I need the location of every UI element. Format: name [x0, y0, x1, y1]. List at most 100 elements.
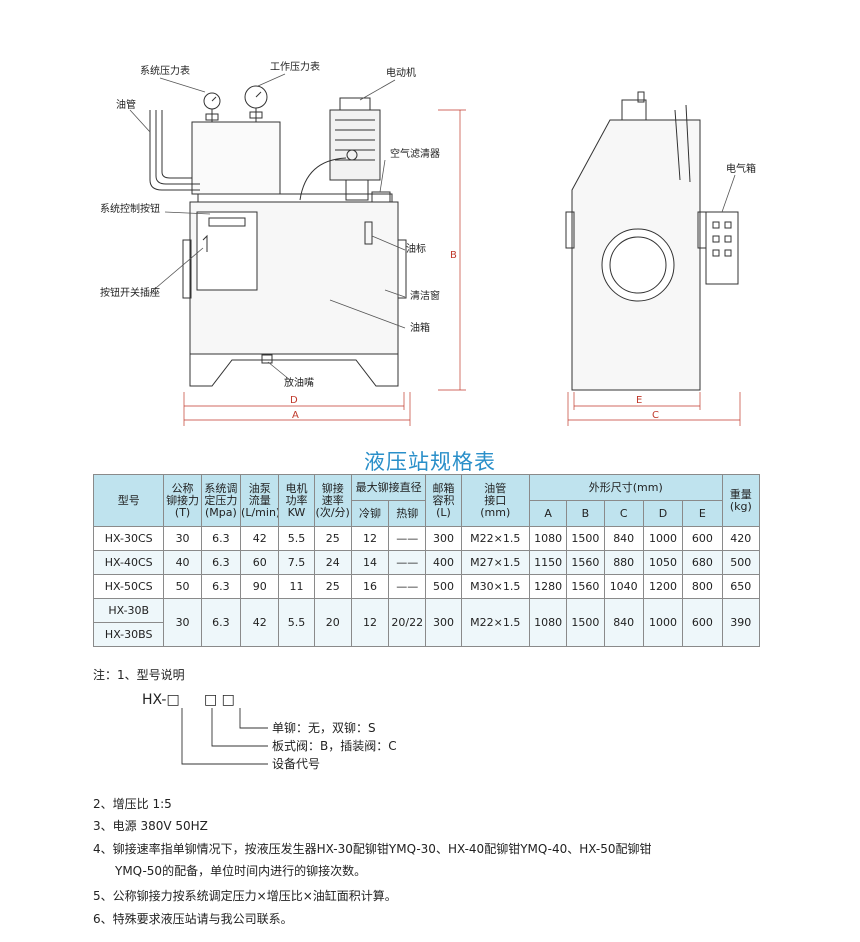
header-weight: 重量(kg)	[721, 474, 761, 527]
table-cell: 42	[240, 598, 280, 647]
air-filter	[371, 191, 391, 203]
table-cell: 6.3	[200, 550, 242, 575]
table-cell: M27×1.5	[460, 550, 530, 575]
flange-ring	[601, 228, 675, 302]
header-D: D	[642, 500, 684, 527]
label-electric-box: 电气箱	[726, 162, 756, 175]
header-force: 公称铆接力(T)	[163, 474, 202, 527]
model-boxes: □ □	[204, 692, 235, 708]
header-rate: 铆接速率(次/分)	[313, 474, 352, 527]
table-cell: 880	[603, 550, 644, 575]
table-cell: 400	[425, 550, 462, 575]
table-cell: 40	[163, 550, 202, 575]
table-cell: 1040	[603, 574, 644, 599]
table-cell: 300	[425, 526, 462, 551]
model-code-diagram: HX-□ □ □ 单铆：无，双铆：S 板式阀：B，插装阀：C 设备代号	[142, 692, 397, 771]
table-cell: HX-50CS	[92, 574, 165, 599]
header-cold: 冷铆	[350, 500, 390, 527]
label-system-gauge: 系统压力表	[140, 64, 190, 77]
table-cell: 25	[313, 526, 352, 551]
note-6: 6、特殊要求液压站请与我公司联系。	[93, 912, 293, 926]
table-cell: HX-30CS	[92, 526, 165, 551]
dim-A: A	[292, 410, 299, 421]
table-cell: 1500	[566, 598, 605, 647]
header-dimensions: 外形尺寸(mm)	[528, 474, 723, 501]
header-port: 油管接口(mm)	[460, 474, 530, 527]
table-title: 液压站规格表	[364, 450, 496, 474]
note-5: 5、公称铆接力按系统调定压力×增压比×油缸面积计算。	[93, 889, 397, 903]
table-cell: 30	[163, 598, 202, 647]
table-cell: 20	[313, 598, 352, 647]
label-oil-mark: 油标	[406, 242, 426, 255]
note-3: 3、电源 380V 50HZ	[93, 819, 208, 833]
label-oil-pipe: 油管	[116, 98, 136, 111]
header-pressure: 系统调定压力(Mpa)	[200, 474, 242, 527]
table-cell: 600	[682, 598, 723, 647]
table-cell: 24	[313, 550, 352, 575]
table-cell: 6.3	[200, 574, 242, 599]
header-C: C	[603, 500, 644, 527]
table-cell: 7.5	[278, 550, 315, 575]
table-cell: HX-30BS	[92, 622, 165, 647]
gauge-box	[191, 121, 281, 195]
motor	[329, 109, 381, 181]
table-cell: 30	[163, 526, 202, 551]
table-cell: ——	[388, 574, 427, 599]
table-cell: HX-40CS	[92, 550, 165, 575]
table-cell: 12	[350, 526, 390, 551]
note-4a: 4、铆接速率指单铆情况下，按液压发生器HX-30配铆钳YMQ-30、HX-40配…	[93, 842, 652, 856]
header-E: E	[682, 500, 723, 527]
table-cell: 1560	[566, 550, 605, 575]
table-cell: 42	[240, 526, 280, 551]
table-cell: 680	[682, 550, 723, 575]
control-box	[196, 211, 258, 291]
model-desc-3: 设备代号	[272, 757, 320, 771]
table-cell: 11	[278, 574, 315, 599]
label-tank: 油箱	[410, 321, 430, 334]
header-model: 型号	[92, 474, 165, 527]
model-prefix: HX-□	[142, 692, 180, 708]
table-cell: M22×1.5	[460, 526, 530, 551]
table-cell: 25	[313, 574, 352, 599]
label-air-filter: 空气滤清器	[390, 147, 440, 160]
table-cell: ——	[388, 526, 427, 551]
table-cell: 60	[240, 550, 280, 575]
table-cell: 14	[350, 550, 390, 575]
table-cell: 420	[721, 526, 761, 551]
table-cell: M22×1.5	[460, 598, 530, 647]
table-cell: 1050	[642, 550, 684, 575]
table-cell: 1280	[528, 574, 568, 599]
dim-C: C	[652, 410, 659, 421]
header-volume: 邮箱容积(L)	[425, 474, 462, 527]
electric-box	[705, 211, 739, 285]
table-cell: 50	[163, 574, 202, 599]
table-cell: 1150	[528, 550, 568, 575]
table-cell: HX-30B	[92, 598, 165, 623]
table-cell: 500	[425, 574, 462, 599]
label-work-gauge: 工作压力表	[270, 60, 320, 73]
table-row: HX-30BS	[92, 622, 760, 647]
table-cell: 6.3	[200, 526, 242, 551]
table-cell: 1000	[642, 598, 684, 647]
label-control-button: 系统控制按钮	[100, 202, 160, 215]
label-drain: 放油嘴	[284, 376, 314, 389]
table-cell: 650	[721, 574, 761, 599]
note-2: 2、增压比 1:5	[93, 797, 172, 811]
dim-D: D	[290, 395, 298, 406]
dim-B: B	[450, 250, 457, 261]
label-motor: 电动机	[386, 66, 416, 79]
table-cell: 6.3	[200, 598, 242, 647]
table-cell: 840	[603, 598, 644, 647]
header-A: A	[528, 500, 568, 527]
note-1: 注：1、型号说明	[93, 668, 185, 682]
model-desc-1: 单铆：无，双铆：S	[272, 720, 376, 735]
table-cell: 800	[682, 574, 723, 599]
hydraulic-station-drawing: 系统压力表 工作压力表 电动机 油管 空气滤清器 系统控制按钮 油标 按钮开关插…	[100, 60, 756, 426]
table-cell: 1500	[566, 526, 605, 551]
table-cell: 300	[425, 598, 462, 647]
table-cell: 1080	[528, 526, 568, 551]
